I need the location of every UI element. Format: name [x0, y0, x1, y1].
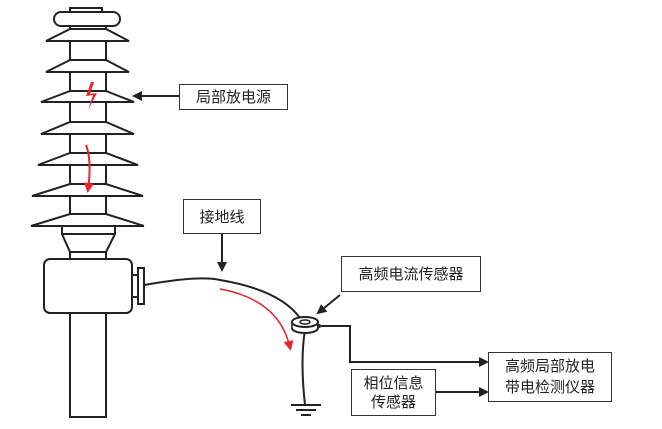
neck-collar	[69, 251, 107, 260]
shed	[45, 59, 130, 73]
bushing-neck	[61, 225, 116, 253]
ground-wire	[143, 277, 301, 319]
sheds	[30, 28, 145, 227]
detector-line2: 带电检测仪器	[504, 378, 595, 396]
phase-sensor-label: 相位信息 传感器	[351, 369, 436, 416]
hf-current-sensor	[291, 316, 321, 334]
shed	[40, 121, 135, 135]
hf-current-sensor-label: 高频电流传感器	[341, 256, 481, 292]
shed	[40, 90, 135, 103]
current-path-arrow	[83, 144, 94, 193]
phase-sensor-line2: 传感器	[370, 392, 416, 411]
detector-instrument-label: 高频局部放电 带电检测仪器	[488, 352, 612, 402]
ground-wire-label: 接地线	[183, 199, 261, 234]
hf-sensor-label-arrow	[316, 294, 341, 315]
ground-current-arrow	[219, 288, 294, 351]
shed	[37, 152, 139, 166]
insulator-bushing	[30, 7, 145, 418]
hf-signal-arrow	[321, 325, 489, 367]
top-ring	[53, 11, 121, 27]
shed	[30, 213, 145, 227]
flange-base	[43, 258, 133, 314]
shed	[31, 183, 144, 197]
phase-sensor-line1: 相位信息	[363, 373, 424, 392]
ground-wire-lower	[301, 329, 306, 406]
discharge-spark-icon	[86, 82, 97, 110]
ground-symbol-icon	[291, 404, 321, 416]
pd-source-label: 局部放电源	[179, 84, 288, 110]
flange-plate	[137, 267, 145, 305]
detector-line1: 高频局部放电	[504, 357, 595, 375]
support-post	[69, 312, 107, 418]
shed	[45, 28, 130, 42]
sensor-ring-top	[291, 316, 319, 328]
